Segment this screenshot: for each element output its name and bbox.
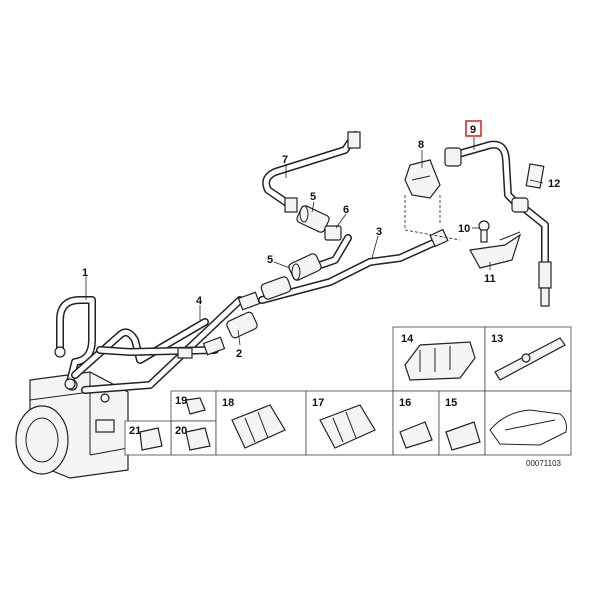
clip-15	[445, 421, 481, 451]
clip-18	[231, 404, 286, 449]
leader-lines	[85, 137, 544, 346]
pipe-4	[71, 296, 244, 394]
highlight-box-part-9	[465, 120, 482, 137]
label-part-12: 12	[548, 178, 560, 190]
label-part-18: 18	[222, 397, 234, 409]
pipe-1	[54, 296, 96, 390]
label-part-8: 8	[418, 139, 424, 151]
label-part-20: 20	[175, 425, 187, 437]
label-part-2: 2	[236, 348, 242, 360]
bolt-10	[478, 220, 490, 243]
pipe-7	[262, 131, 361, 213]
label-part-19: 19	[175, 395, 187, 407]
assembly-line	[404, 195, 461, 241]
label-part-11: 11	[484, 273, 496, 285]
connector-lower-mid	[237, 276, 292, 311]
pipe-3	[258, 228, 449, 304]
label-part-13: 13	[491, 333, 503, 345]
label-part-21: 21	[129, 425, 141, 437]
clip-14	[404, 341, 476, 381]
brake-hose-9	[444, 140, 552, 307]
label-part-15: 15	[445, 397, 457, 409]
label-part-7: 7	[282, 154, 288, 166]
car-outline-icon	[489, 409, 567, 446]
bracket-8	[404, 159, 441, 199]
label-part-17: 17	[312, 397, 324, 409]
bracket-11	[469, 231, 522, 269]
doc-number: 00071103	[526, 459, 562, 468]
clip-16	[399, 421, 433, 449]
label-part-1: 1	[82, 267, 88, 279]
connector-5-upper	[296, 205, 330, 233]
label-part-9: 9	[470, 124, 476, 136]
label-part-16: 16	[399, 397, 411, 409]
clip-21	[139, 427, 163, 451]
label-part-10: 10	[458, 223, 470, 235]
clip-17	[319, 404, 376, 449]
connector-5-lower	[288, 253, 322, 281]
bracket-13	[494, 337, 566, 381]
clip-20	[185, 427, 211, 451]
label-part-14: 14	[401, 333, 414, 345]
label-part-5-upper: 5	[310, 191, 316, 203]
parts-grid	[124, 326, 572, 456]
label-part-6: 6	[343, 204, 349, 216]
connector-6	[324, 225, 342, 241]
clip-19	[185, 397, 206, 415]
label-part-5-lower: 5	[267, 254, 273, 266]
label-part-3: 3	[376, 226, 382, 238]
connector-2	[177, 311, 258, 359]
label-part-4: 4	[196, 295, 203, 307]
